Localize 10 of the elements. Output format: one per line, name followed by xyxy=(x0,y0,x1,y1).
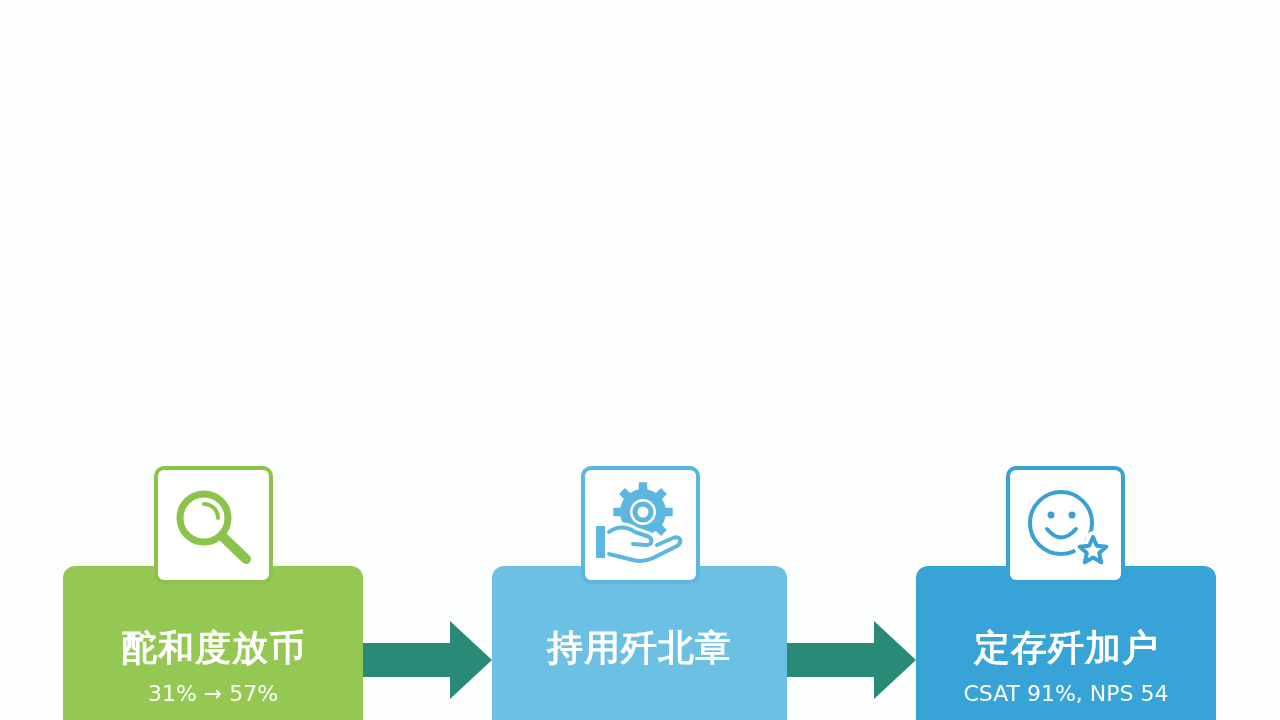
step-card xyxy=(492,566,787,720)
step-card xyxy=(916,566,1216,720)
arrow xyxy=(363,621,492,699)
arrow xyxy=(787,621,916,699)
step-title: 持用歼北章 xyxy=(547,626,732,670)
step-title: 酡和度放币 xyxy=(120,626,306,670)
metric-text: 31% → 57% xyxy=(147,680,279,708)
step-title: 定存歼加户 xyxy=(973,626,1159,670)
step-card xyxy=(63,566,363,720)
metric-text: CSAT 91%, NPS 54 xyxy=(963,680,1169,708)
